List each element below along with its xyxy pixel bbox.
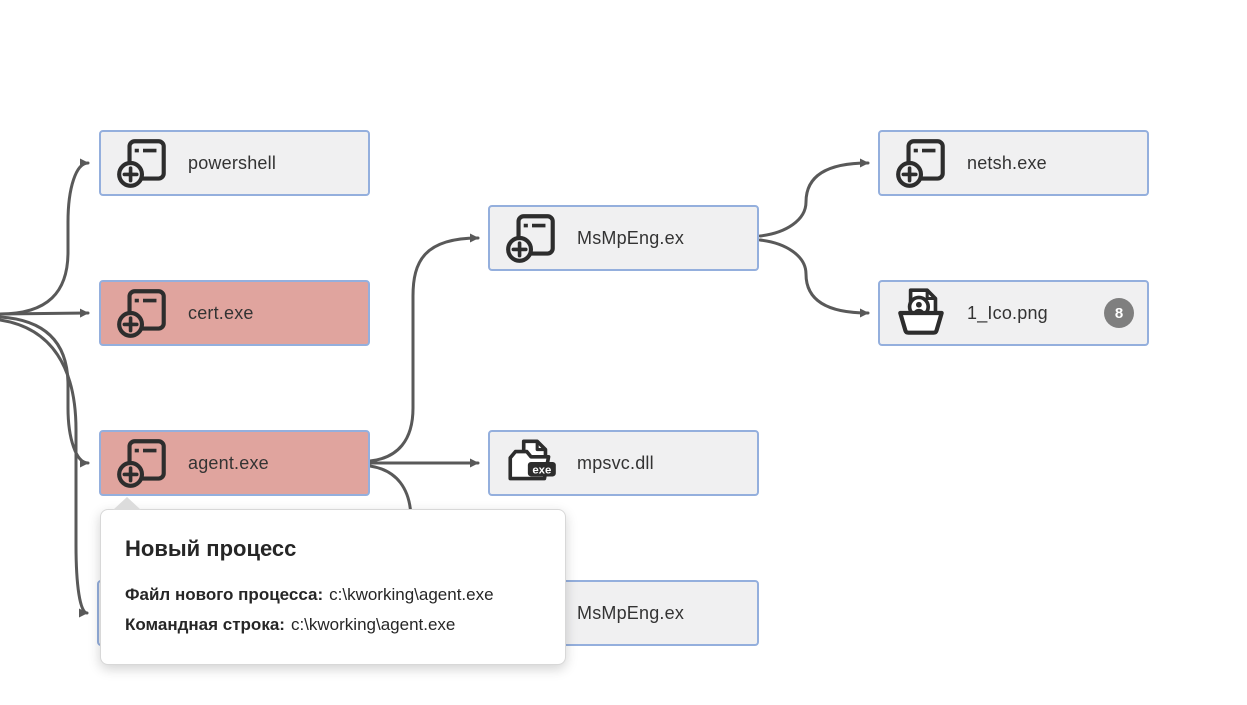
edge-agent-msmpeng-top (368, 233, 480, 463)
edge-root-powershell (0, 158, 90, 316)
process-icon (117, 439, 166, 488)
new-process-tooltip: Новый процесс Файл нового процесса: c:\kw… (100, 509, 566, 665)
tooltip-caret (113, 497, 141, 510)
process-icon (117, 139, 166, 188)
node-label: agent.exe (188, 452, 269, 473)
tooltip-field-label: Командная строка: (125, 615, 285, 634)
node-powershell[interactable]: powershell (99, 130, 370, 196)
node-netsh-exe[interactable]: netsh.exe (878, 130, 1149, 196)
node-label: 1_Ico.png (967, 302, 1048, 323)
count-badge: 8 (1104, 298, 1134, 328)
node-label: MsMpEng.ex (577, 602, 685, 623)
edge-root-hidden (0, 318, 89, 618)
tooltip-field-value: c:\kworking\agent.exe (290, 615, 456, 634)
tooltip-title: Новый процесс (125, 536, 297, 561)
node-label: MsMpEng.ex (577, 227, 685, 248)
node-label: powershell (188, 152, 277, 173)
edge-msmpeng-ico (758, 238, 870, 318)
process-icon (506, 214, 555, 263)
node-cert-exe[interactable]: cert.exe (99, 280, 370, 346)
tooltip-field-file: Файл нового процесса: c:\kworking\agent.e… (125, 580, 541, 610)
process-icon (117, 289, 166, 338)
image-file-icon (898, 288, 944, 335)
edge-msmpeng-netsh (758, 158, 870, 238)
node-label: cert.exe (188, 302, 254, 323)
node-1-ico-png[interactable]: 1_Ico.png 8 (878, 280, 1149, 346)
node-agent-exe[interactable]: agent.exe (99, 430, 370, 496)
node-mpsvc-dll[interactable]: exe mpsvc.dll (488, 430, 759, 496)
node-label: netsh.exe (967, 152, 1047, 173)
edge-root-cert (0, 308, 90, 318)
tooltip-field-cmdline: Командная строка: c:\kworking\agent.exe (125, 610, 541, 640)
node-label: mpsvc.dll (577, 452, 654, 473)
tooltip-field-value: c:\kworking\agent.exe (329, 585, 494, 604)
tooltip-field-label: Файл нового процесса: (125, 585, 324, 604)
process-icon (896, 139, 945, 188)
exe-file-icon: exe (508, 439, 556, 481)
svg-text:exe: exe (532, 464, 551, 476)
node-msmpeng-top[interactable]: MsMpEng.ex (488, 205, 759, 271)
